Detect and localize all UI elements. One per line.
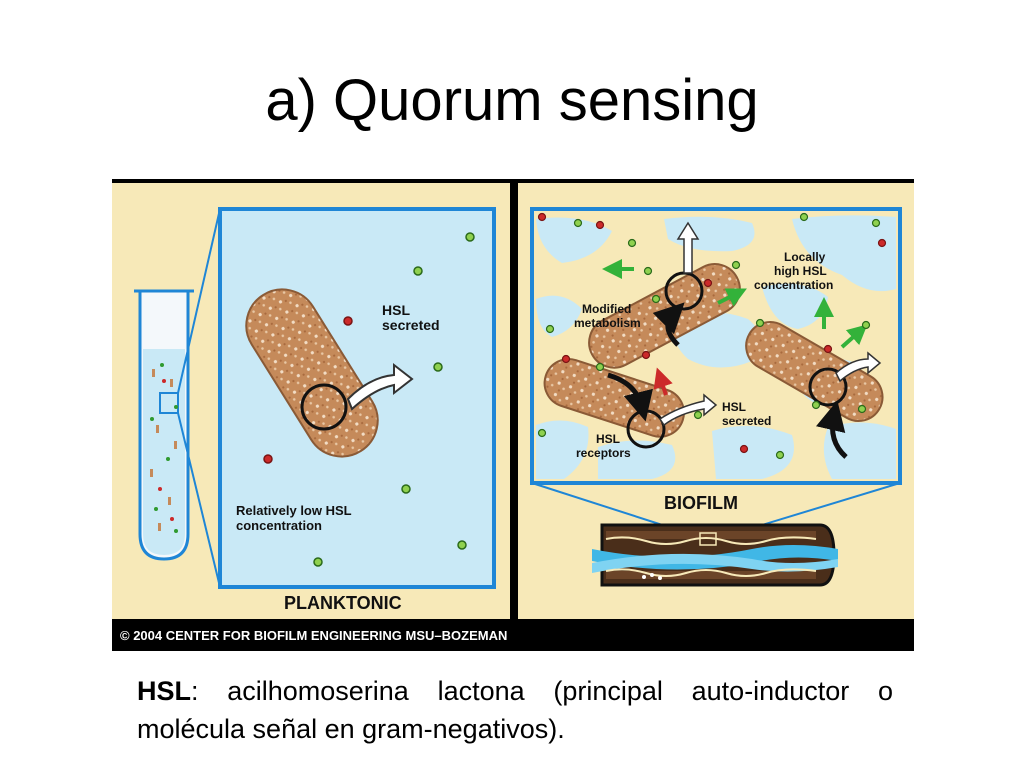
biofilm-panel: Locally high HSL concentration Modified … [530,207,902,485]
slide-title: a) Quorum sensing [265,68,759,133]
concentration-label-2: concentration [236,518,322,533]
caption: HSL: acilhomoserina lactona (principal a… [137,672,893,748]
quorum-sensing-figure: HSL secreted Relatively low HSL concentr… [112,179,914,651]
hsl-secreted-label-1: HSL [382,302,410,318]
hsl-secreted-arrow [346,362,414,411]
caption-text: : acilhomoserina lactona (principal auto… [137,676,893,744]
concentration-label-1: Relatively low HSL [236,503,352,518]
caption-term: HSL [137,676,191,706]
planktonic-label: PLANKTONIC [284,593,402,613]
pipe-illustration [592,523,838,587]
locally-label-1: Locally [784,250,826,264]
hsl-receptor-circle [300,383,348,431]
locally-label-2: high HSL [774,264,827,278]
hsl-molecules [263,232,475,567]
hsl-secreted-label-2: secreted [382,317,440,333]
copyright-text: © 2004 CENTER FOR BIOFILM ENGINEERING MS… [120,628,507,643]
planktonic-panel: HSL secreted Relatively low HSL concentr… [218,207,496,613]
receptors-label-1: HSL [596,432,620,446]
secreted-label-1: HSL [722,400,746,414]
biofilm-label: BIOFILM [664,493,738,513]
receptors-label-2: receptors [576,446,631,460]
modified-label-1: Modified [582,302,631,316]
test-tube [134,289,194,561]
locally-label-3: concentration [754,278,833,292]
modified-label-2: metabolism [574,316,641,330]
secreted-label-2: secreted [722,414,771,428]
